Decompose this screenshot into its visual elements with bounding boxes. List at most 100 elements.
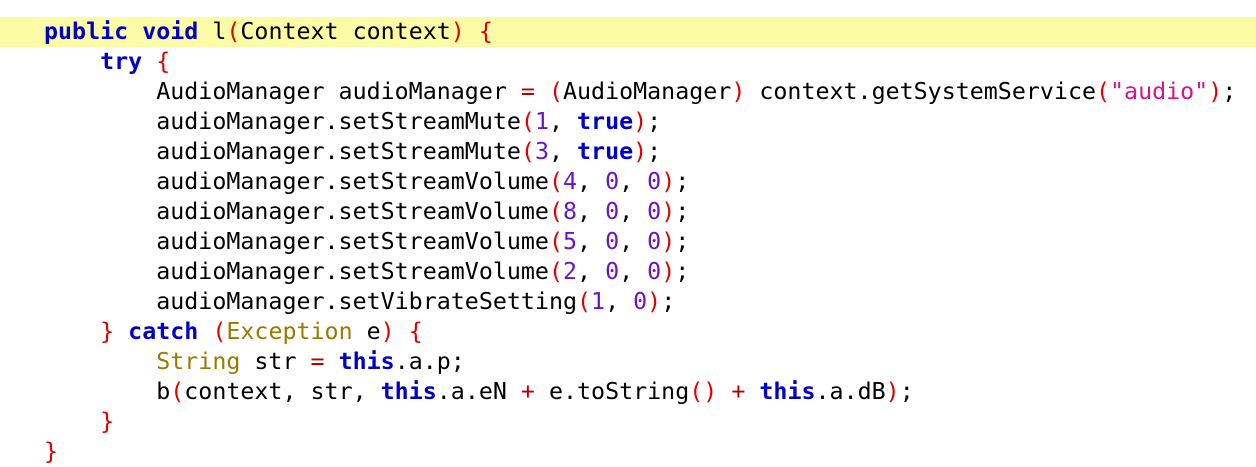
code-text: audioManager.setStreamMute	[156, 138, 521, 165]
code-text: AudioManager audioManager	[156, 78, 521, 105]
number-literal: 0	[647, 168, 662, 195]
code-text: e	[352, 318, 381, 345]
type-name: Exception	[226, 318, 353, 345]
punctuation: )	[450, 18, 465, 45]
keyword: true	[577, 108, 634, 135]
code-text: audioManager.setStreamVolume	[156, 198, 549, 225]
code-text	[128, 18, 142, 45]
punctuation: )	[380, 318, 395, 345]
punctuation: (	[520, 138, 535, 165]
punctuation: )	[661, 198, 676, 225]
number-literal: 0	[647, 198, 662, 225]
code-text: e.toString	[534, 378, 690, 405]
code-indent	[44, 348, 156, 375]
code-text: ,	[619, 168, 648, 195]
code-text: ,	[619, 228, 648, 255]
keyword: true	[577, 138, 634, 165]
code-text: ,	[619, 258, 648, 285]
code-line[interactable]: audioManager.setStreamVolume(5, 0, 0);	[0, 227, 1256, 257]
number-literal: 0	[647, 228, 662, 255]
number-literal: 0	[605, 198, 620, 225]
punctuation: (	[548, 78, 563, 105]
operator: =	[520, 78, 535, 105]
code-text: ;	[1222, 78, 1237, 105]
number-literal: 4	[562, 168, 578, 195]
code-text: b	[156, 378, 171, 405]
number-literal: 5	[562, 228, 578, 255]
operator: +	[520, 378, 535, 405]
code-line[interactable]: audioManager.setStreamVolume(8, 0, 0);	[0, 197, 1256, 227]
number-literal: 8	[562, 198, 578, 225]
operator: =	[310, 348, 325, 375]
keyword: void	[142, 18, 199, 45]
code-text	[114, 318, 128, 345]
keyword: try	[100, 48, 143, 75]
number-literal: 1	[534, 108, 549, 135]
number-literal: 0	[647, 258, 662, 285]
type-name: String	[156, 348, 241, 375]
code-indent	[44, 48, 100, 75]
code-text: ;	[647, 138, 662, 165]
punctuation: }	[44, 438, 59, 465]
code-line[interactable]: }	[0, 407, 1256, 437]
code-indent	[44, 198, 156, 225]
punctuation: )	[731, 78, 746, 105]
keyword: catch	[128, 318, 199, 345]
punctuation: (	[1096, 78, 1111, 105]
punctuation: )	[661, 258, 676, 285]
number-literal: 1	[591, 288, 606, 315]
number-literal: 0	[605, 258, 620, 285]
code-text: audioManager.setStreamVolume	[156, 258, 549, 285]
punctuation: }	[100, 318, 115, 345]
code-text: audioManager.setStreamMute	[156, 108, 521, 135]
code-line[interactable]: audioManager.setStreamMute(3, true);	[0, 137, 1256, 167]
code-text	[535, 78, 549, 105]
code-line[interactable]: String str = this.a.p;	[0, 347, 1256, 377]
code-text: audioManager.setStreamVolume	[156, 228, 549, 255]
number-literal: 0	[633, 288, 648, 315]
code-text: ,	[548, 138, 578, 165]
code-text: .a.p;	[394, 348, 465, 375]
punctuation: (	[577, 288, 592, 315]
code-line[interactable]: b(context, str, this.a.eN + e.toString()…	[0, 377, 1256, 407]
code-line[interactable]: audioManager.setVibrateSetting(1, 0);	[0, 287, 1256, 317]
code-indent	[44, 78, 156, 105]
punctuation: {	[156, 48, 171, 75]
code-indent	[44, 228, 156, 255]
code-line[interactable]: try {	[0, 47, 1256, 77]
code-text: ;	[661, 288, 676, 315]
keyword: this	[759, 378, 816, 405]
punctuation: (	[548, 198, 563, 225]
code-text	[325, 348, 339, 375]
punctuation: (	[548, 168, 563, 195]
code-text: ;	[675, 198, 690, 225]
code-text: ;	[675, 228, 690, 255]
code-line[interactable]: audioManager.setStreamVolume(2, 0, 0);	[0, 257, 1256, 287]
code-text: audioManager.setStreamVolume	[156, 168, 549, 195]
code-text: context, str,	[184, 378, 381, 405]
code-indent	[44, 108, 156, 135]
punctuation: }	[100, 408, 115, 435]
code-text	[465, 18, 479, 45]
number-literal: 0	[605, 168, 620, 195]
code-text: ,	[577, 258, 606, 285]
code-line[interactable]: }	[0, 437, 1256, 467]
number-literal: 3	[534, 138, 549, 165]
code-line[interactable]: AudioManager audioManager = (AudioManage…	[0, 77, 1256, 107]
code-line-highlighted[interactable]: public void l(Context context) {	[0, 17, 1256, 47]
code-line[interactable]: audioManager.setStreamVolume(4, 0, 0);	[0, 167, 1256, 197]
code-editor[interactable]: public void l(Context context) { try { A…	[0, 17, 1256, 467]
punctuation: (	[170, 378, 185, 405]
operator: +	[731, 378, 746, 405]
number-literal: 2	[562, 258, 578, 285]
code-line[interactable]: } catch (Exception e) {	[0, 317, 1256, 347]
code-text	[745, 378, 759, 405]
keyword: public	[44, 18, 129, 45]
code-text: AudioManager	[563, 78, 732, 105]
code-indent	[44, 138, 156, 165]
code-text	[395, 318, 409, 345]
code-line[interactable]: audioManager.setStreamMute(1, true);	[0, 107, 1256, 137]
punctuation: {	[408, 318, 423, 345]
code-text: Context context	[240, 18, 451, 45]
punctuation: (	[520, 108, 535, 135]
